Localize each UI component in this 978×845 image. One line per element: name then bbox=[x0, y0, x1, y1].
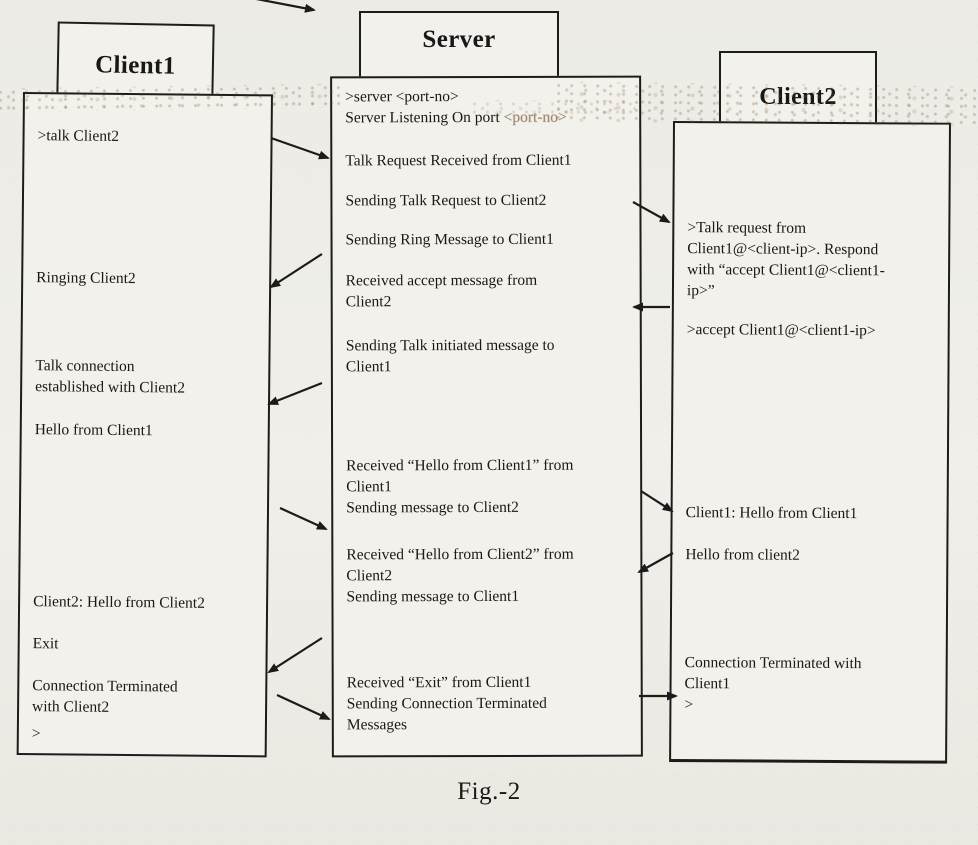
client2-log-line: Client1: Hello from Client1 bbox=[685, 504, 858, 523]
server-log-line: Received “Hello from Client2” from Clien… bbox=[346, 545, 574, 606]
client2-log-line: Hello from client2 bbox=[685, 546, 800, 564]
client1-prompt: > bbox=[31, 725, 41, 743]
arrow-server-initiated-to-client1 bbox=[267, 381, 323, 406]
server-log-line: Received “Exit” from Client1 Sending Con… bbox=[346, 673, 547, 734]
client2-log-line: >Talk request from Client1@<client-ip>. … bbox=[686, 219, 885, 300]
client1-log-line: Hello from Client1 bbox=[34, 421, 153, 440]
client1-log-line: Client2: Hello from Client2 bbox=[33, 593, 205, 612]
arrow-server-message-to-client1 bbox=[267, 637, 323, 674]
server-title: Server bbox=[422, 26, 496, 53]
client2-terminal-box: >Talk request from Client1@<client-ip>. … bbox=[669, 121, 951, 764]
client1-log-line: >talk Client2 bbox=[37, 127, 120, 145]
client1-log-line: Connection Terminated with Client2 bbox=[32, 677, 178, 716]
arrow-client1-talk-to-server bbox=[270, 136, 330, 160]
client1-terminal-box: >talk Client2 Ringing Client2 Talk conne… bbox=[16, 92, 273, 758]
server-startup-log: >server <port-no> Server Listening On por… bbox=[345, 86, 635, 129]
server-log-line: Sending Talk Request to Client2 bbox=[345, 191, 547, 210]
client1-log-line: Ringing Client2 bbox=[36, 269, 136, 288]
server-log-line: Received accept message from Client2 bbox=[345, 271, 538, 311]
client2-log-line: >accept Client1@<client1-ip> bbox=[686, 321, 876, 340]
server-log-line: Talk Request Received from Client1 bbox=[345, 151, 572, 170]
arrow-server-message-to-client2 bbox=[640, 490, 674, 513]
client1-log-line: Talk connection established with Client2 bbox=[35, 357, 186, 397]
client2-title-box: Client2 bbox=[719, 51, 877, 126]
server-title-box: Server bbox=[359, 11, 559, 81]
client1-title: Client1 bbox=[94, 51, 176, 80]
client2-log-line: Connection Terminated with Client1 bbox=[684, 654, 862, 693]
arrow-client1-hello-to-server bbox=[279, 506, 328, 531]
server-startup-port-faded: <port-no> bbox=[503, 108, 567, 126]
arrow-server-ring-to-client1 bbox=[269, 253, 323, 289]
server-log-line: Sending Talk initiated message to Client… bbox=[345, 336, 555, 376]
server-log-line: Received “Hello from Client1” from Clien… bbox=[346, 456, 574, 517]
arrow-into-server-top bbox=[255, 0, 316, 13]
client2-title: Client2 bbox=[759, 84, 837, 110]
client2-prompt: > bbox=[684, 696, 694, 714]
client1-title-box: Client1 bbox=[56, 21, 215, 101]
figure-caption: Fig.-2 bbox=[457, 778, 521, 805]
server-startup-line1: >server <port-no> bbox=[345, 88, 459, 106]
client1-log-line: Exit bbox=[32, 635, 59, 653]
server-terminal-box: >server <port-no> Server Listening On por… bbox=[330, 75, 643, 758]
server-log-line: Sending Ring Message to Client1 bbox=[345, 230, 554, 249]
arrow-client1-exit-to-server bbox=[276, 694, 331, 720]
server-startup-line2: Server Listening On port bbox=[345, 108, 504, 127]
arrow-client2-hello-to-server bbox=[637, 552, 674, 573]
